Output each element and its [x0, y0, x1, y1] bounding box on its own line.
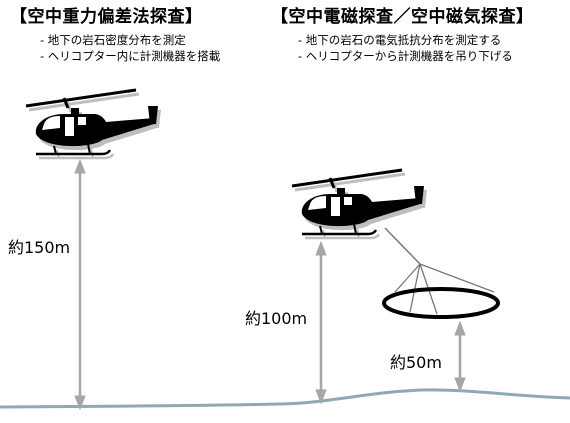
- em-heli-altitude-label: 約100m: [245, 309, 308, 328]
- gravity-survey-title: 【空中重力偏差法探査】: [10, 7, 203, 27]
- tow-cable: [384, 227, 421, 265]
- em-bullet-1: - 地下の岩石の電気抵抗分布を測定する: [298, 33, 502, 47]
- em-sensor-loop: [382, 287, 500, 319]
- em-sensor-altitude-label: 約50m: [390, 353, 442, 372]
- ground-line: [0, 388, 570, 409]
- gravity-bullet-2: - ヘリコプター内に計測機器を搭載: [40, 49, 221, 63]
- em-bullet-2: - ヘリコプターから計測機器を吊り下げる: [298, 49, 513, 63]
- gravity-bullet-1: - 地下の岩石密度分布を測定: [40, 33, 186, 47]
- gravity-altitude-label: 約150m: [8, 238, 71, 257]
- em-survey-title: 【空中電磁探査／空中磁気探査】: [271, 7, 534, 27]
